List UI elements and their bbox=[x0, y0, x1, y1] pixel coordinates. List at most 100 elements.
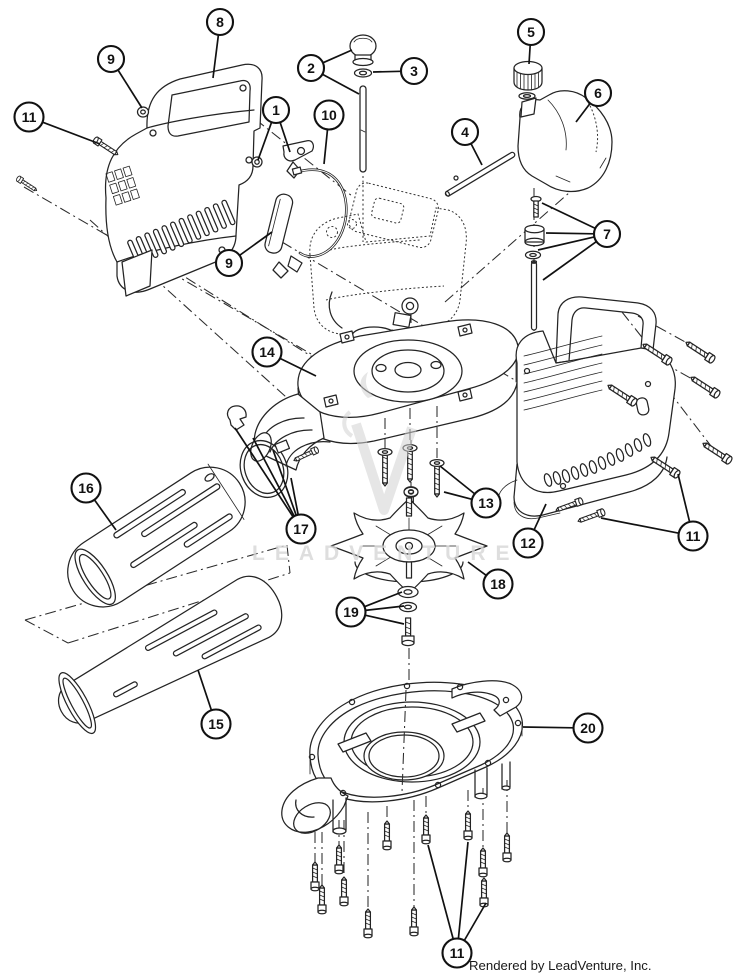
balloon-19-19[interactable] bbox=[335, 596, 367, 628]
part-lower-housing bbox=[281, 680, 524, 835]
part-primer-washer bbox=[353, 68, 373, 78]
leader-line-19 bbox=[365, 605, 405, 612]
balloon-6-8[interactable] bbox=[583, 78, 613, 108]
leader-line-19 bbox=[364, 591, 403, 608]
balloon-label-7: 7 bbox=[603, 226, 611, 242]
balloon-label-17: 17 bbox=[293, 521, 309, 537]
leader-line-17 bbox=[234, 427, 294, 518]
part-blower-tube bbox=[67, 463, 246, 608]
part-starter-housing bbox=[104, 63, 263, 297]
balloon-11-22[interactable] bbox=[441, 937, 473, 969]
part-nozzle bbox=[57, 575, 283, 735]
balloon-9-11[interactable] bbox=[214, 248, 244, 278]
lower-housing-axis bbox=[401, 689, 407, 793]
balloon-label-11: 11 bbox=[686, 528, 701, 544]
leader-line-13 bbox=[443, 491, 473, 501]
balloon-11-15[interactable] bbox=[677, 520, 709, 552]
leader-line-8 bbox=[212, 34, 220, 79]
watermark-text: LEADVENTURE bbox=[252, 542, 520, 565]
balloon-17-17[interactable] bbox=[285, 513, 317, 545]
leader-line-5 bbox=[528, 44, 532, 65]
leader-line-6 bbox=[575, 102, 591, 123]
balloon-label-9: 9 bbox=[225, 255, 233, 271]
balloon-label-6: 6 bbox=[594, 85, 602, 101]
part-screws-topleft bbox=[15, 135, 121, 194]
balloon-5-7[interactable] bbox=[516, 17, 546, 47]
balloon-3-4[interactable] bbox=[399, 56, 429, 86]
balloon-13-13[interactable] bbox=[470, 487, 502, 519]
leader-line-14 bbox=[279, 357, 317, 377]
part-fuel-line-kit bbox=[524, 195, 545, 331]
balloon-16-16[interactable] bbox=[70, 472, 102, 504]
balloon-18-18[interactable] bbox=[482, 568, 514, 600]
part-throttle-cable bbox=[291, 166, 348, 258]
balloon-label-11: 11 bbox=[450, 945, 465, 961]
leader-line-7 bbox=[537, 236, 595, 251]
leader-line-17 bbox=[290, 477, 300, 515]
vent-grid bbox=[105, 165, 140, 206]
balloon-label-12: 12 bbox=[520, 535, 536, 551]
balloon-1-5[interactable] bbox=[261, 95, 291, 125]
part-fan-impeller bbox=[330, 497, 488, 594]
vent-slots bbox=[543, 433, 652, 487]
leader-line-12 bbox=[533, 503, 547, 531]
balloon-7-10[interactable] bbox=[592, 219, 622, 249]
balloon-12-14[interactable] bbox=[512, 527, 544, 559]
leader-line-11 bbox=[677, 473, 691, 523]
balloon-8-0[interactable] bbox=[205, 7, 235, 37]
balloon-9-1[interactable] bbox=[96, 44, 126, 74]
leader-line-10 bbox=[323, 129, 329, 165]
balloon-label-2: 2 bbox=[307, 60, 315, 76]
leader-line-9 bbox=[117, 69, 143, 109]
balloon-label-4: 4 bbox=[461, 124, 469, 140]
leader-line-2 bbox=[322, 49, 353, 64]
leader-line-7 bbox=[542, 240, 597, 281]
part-throttle-rod bbox=[444, 151, 516, 197]
balloon-15-20[interactable] bbox=[200, 708, 232, 740]
balloon-label-13: 13 bbox=[478, 495, 494, 511]
balloon-label-18: 18 bbox=[490, 576, 506, 592]
balloon-label-16: 16 bbox=[78, 480, 94, 496]
leader-line-11 bbox=[463, 902, 487, 941]
balloon-label-14: 14 bbox=[259, 344, 275, 360]
balloon-4-9[interactable] bbox=[450, 117, 480, 147]
part-right-housing bbox=[497, 296, 676, 520]
leader-line-17 bbox=[272, 449, 298, 516]
attribution-text: Rendered by LeadVenture, Inc. bbox=[469, 958, 652, 973]
balloon-20-21[interactable] bbox=[572, 712, 604, 744]
part-grommet bbox=[136, 106, 150, 118]
balloon-14-12[interactable] bbox=[251, 336, 283, 368]
part-fuel-tank bbox=[517, 90, 613, 193]
leader-line-16 bbox=[93, 499, 117, 531]
balloon-label-19: 19 bbox=[343, 604, 359, 620]
leader-line-1 bbox=[257, 121, 273, 161]
part-fan-hardware bbox=[397, 585, 419, 647]
leader-line-18 bbox=[467, 561, 487, 577]
leader-line-15 bbox=[197, 669, 213, 711]
part-primer-tube bbox=[359, 85, 367, 173]
leader-line-20 bbox=[522, 726, 574, 729]
leader-line-11 bbox=[457, 841, 469, 939]
leader-line-3 bbox=[372, 70, 402, 73]
balloon-label-3: 3 bbox=[410, 63, 418, 79]
balloon-11-2[interactable] bbox=[13, 101, 45, 133]
balloon-2-3[interactable] bbox=[296, 53, 326, 83]
balloon-10-6[interactable] bbox=[313, 99, 345, 131]
leader-line-11 bbox=[600, 517, 679, 535]
part-throttle-trigger bbox=[264, 193, 303, 279]
part-engine-assembly bbox=[309, 182, 467, 346]
leader-line-11 bbox=[42, 121, 101, 145]
balloon-label-15: 15 bbox=[208, 716, 224, 732]
part-fuel-cap bbox=[513, 60, 543, 100]
leader-line-17 bbox=[252, 437, 295, 517]
leader-line-9 bbox=[239, 231, 273, 257]
balloon-label-11: 11 bbox=[22, 109, 37, 125]
leadventure-logo-icon bbox=[342, 372, 417, 515]
balloon-label-8: 8 bbox=[216, 14, 224, 30]
balloon-label-9: 9 bbox=[107, 51, 115, 67]
part-upper-housing bbox=[250, 319, 519, 471]
part-throttle-lever bbox=[251, 140, 314, 179]
leader-line-1 bbox=[279, 122, 291, 153]
